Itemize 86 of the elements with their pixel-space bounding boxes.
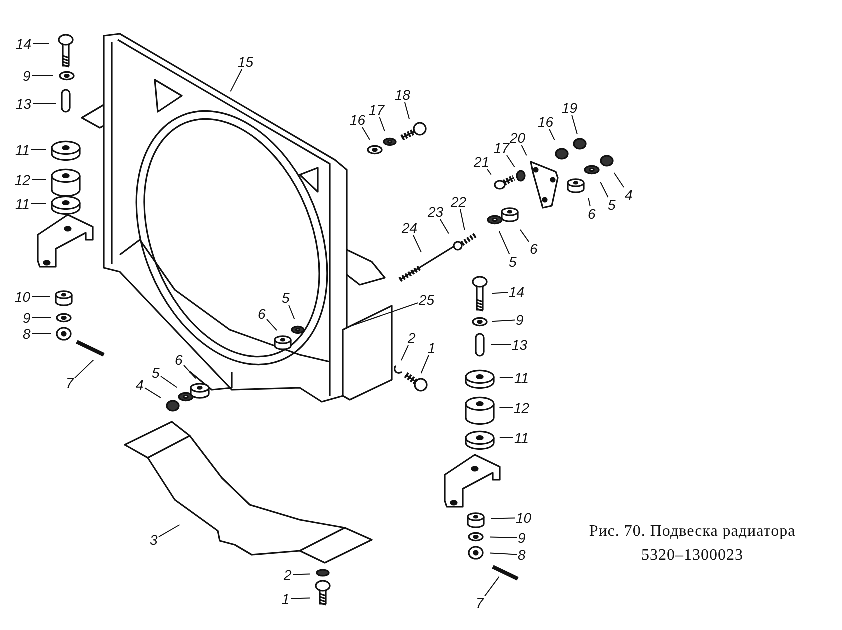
callout-number: 9 [516,312,524,328]
callout-number: 5 [282,290,290,306]
leader-line [144,388,162,398]
callout-number: 4 [625,188,633,202]
callout-number: 6 [588,206,596,222]
callout-number: 6 [175,352,183,368]
callout-number: 20 [510,130,526,146]
figure-caption: Рис. 70. Подвеска радиатора 5320–1300023 [588,522,797,566]
callout-number: 13 [512,338,528,352]
leader-line [460,209,466,231]
leader-line [74,360,94,379]
leader-line [404,102,410,120]
callout-number: 9 [518,530,526,546]
callout-number: 11 [514,430,530,446]
callout-number: 5 [152,366,160,380]
leader-line [401,345,409,362]
leader-line [290,598,310,600]
leader-line [32,296,50,298]
leader-line [520,229,530,242]
leader-line [484,576,500,597]
callout-number: 2 [284,568,292,582]
callout-number: 11 [16,142,30,158]
callout-number: 11 [16,196,30,212]
callout-number: 10 [15,290,31,304]
callout-number: 1 [282,592,290,606]
callout-number: 11 [514,370,530,386]
leader-line [498,231,510,255]
callout-number: 2 [408,330,416,346]
callout-number: 7 [66,376,74,390]
callout-number: 6 [258,306,266,322]
callout-number: 15 [238,54,254,70]
leader-line [288,305,296,320]
leader-line [362,127,370,140]
leader-line [490,552,518,556]
leader-line [420,355,430,374]
leader-line [492,320,516,322]
leader-line [492,292,508,294]
callout-number: 17 [494,140,510,156]
callout-number: 24 [402,220,418,236]
callout-number: 17 [369,102,385,118]
callout-number: 13 [16,96,32,112]
callout-number: 14 [509,284,525,300]
leader-line [549,129,556,141]
callout-number: 1 [428,340,436,356]
leader-line [600,182,609,198]
callout-number: 19 [562,100,578,116]
leader-line [266,319,278,332]
callout-number: 25 [419,292,435,308]
leader-line [292,574,310,576]
callout-number: 7 [476,596,484,610]
leader-line [379,117,386,132]
callout-number: 5 [509,254,517,270]
leader-line [351,302,418,326]
callout-number: 8 [23,326,31,342]
leader-line [230,69,243,92]
leader-line [572,115,578,135]
leader-line [487,169,492,176]
callout-number: 6 [530,242,538,256]
callout-number: 9 [23,68,31,84]
leader-line [184,365,196,380]
callout-number: 18 [395,88,411,102]
callout-number: 12 [15,172,31,188]
callout-number: 21 [474,154,490,170]
callout-number: 16 [350,112,366,128]
callout-number: 22 [451,194,467,210]
callout-number: 3 [150,532,158,548]
callout-number: 9 [23,310,31,326]
leader-line [490,518,516,520]
callout-number: 10 [516,510,532,526]
callout-number: 12 [514,400,530,416]
callout-number: 5 [608,198,616,212]
leader-line [158,524,180,538]
leader-line [413,235,422,254]
leader-line [521,145,528,156]
callout-number: 4 [136,378,144,392]
callout-number: 16 [538,114,554,130]
leader-line [490,344,512,346]
leader-line [614,172,624,188]
leader-line [588,198,591,207]
callout-number: 14 [16,36,32,52]
callout-number: 23 [428,204,444,220]
leader-line [440,219,450,234]
leader-line [490,536,518,538]
callout-number: 8 [518,548,526,562]
leader-line [160,376,178,388]
leader-line [506,155,516,168]
